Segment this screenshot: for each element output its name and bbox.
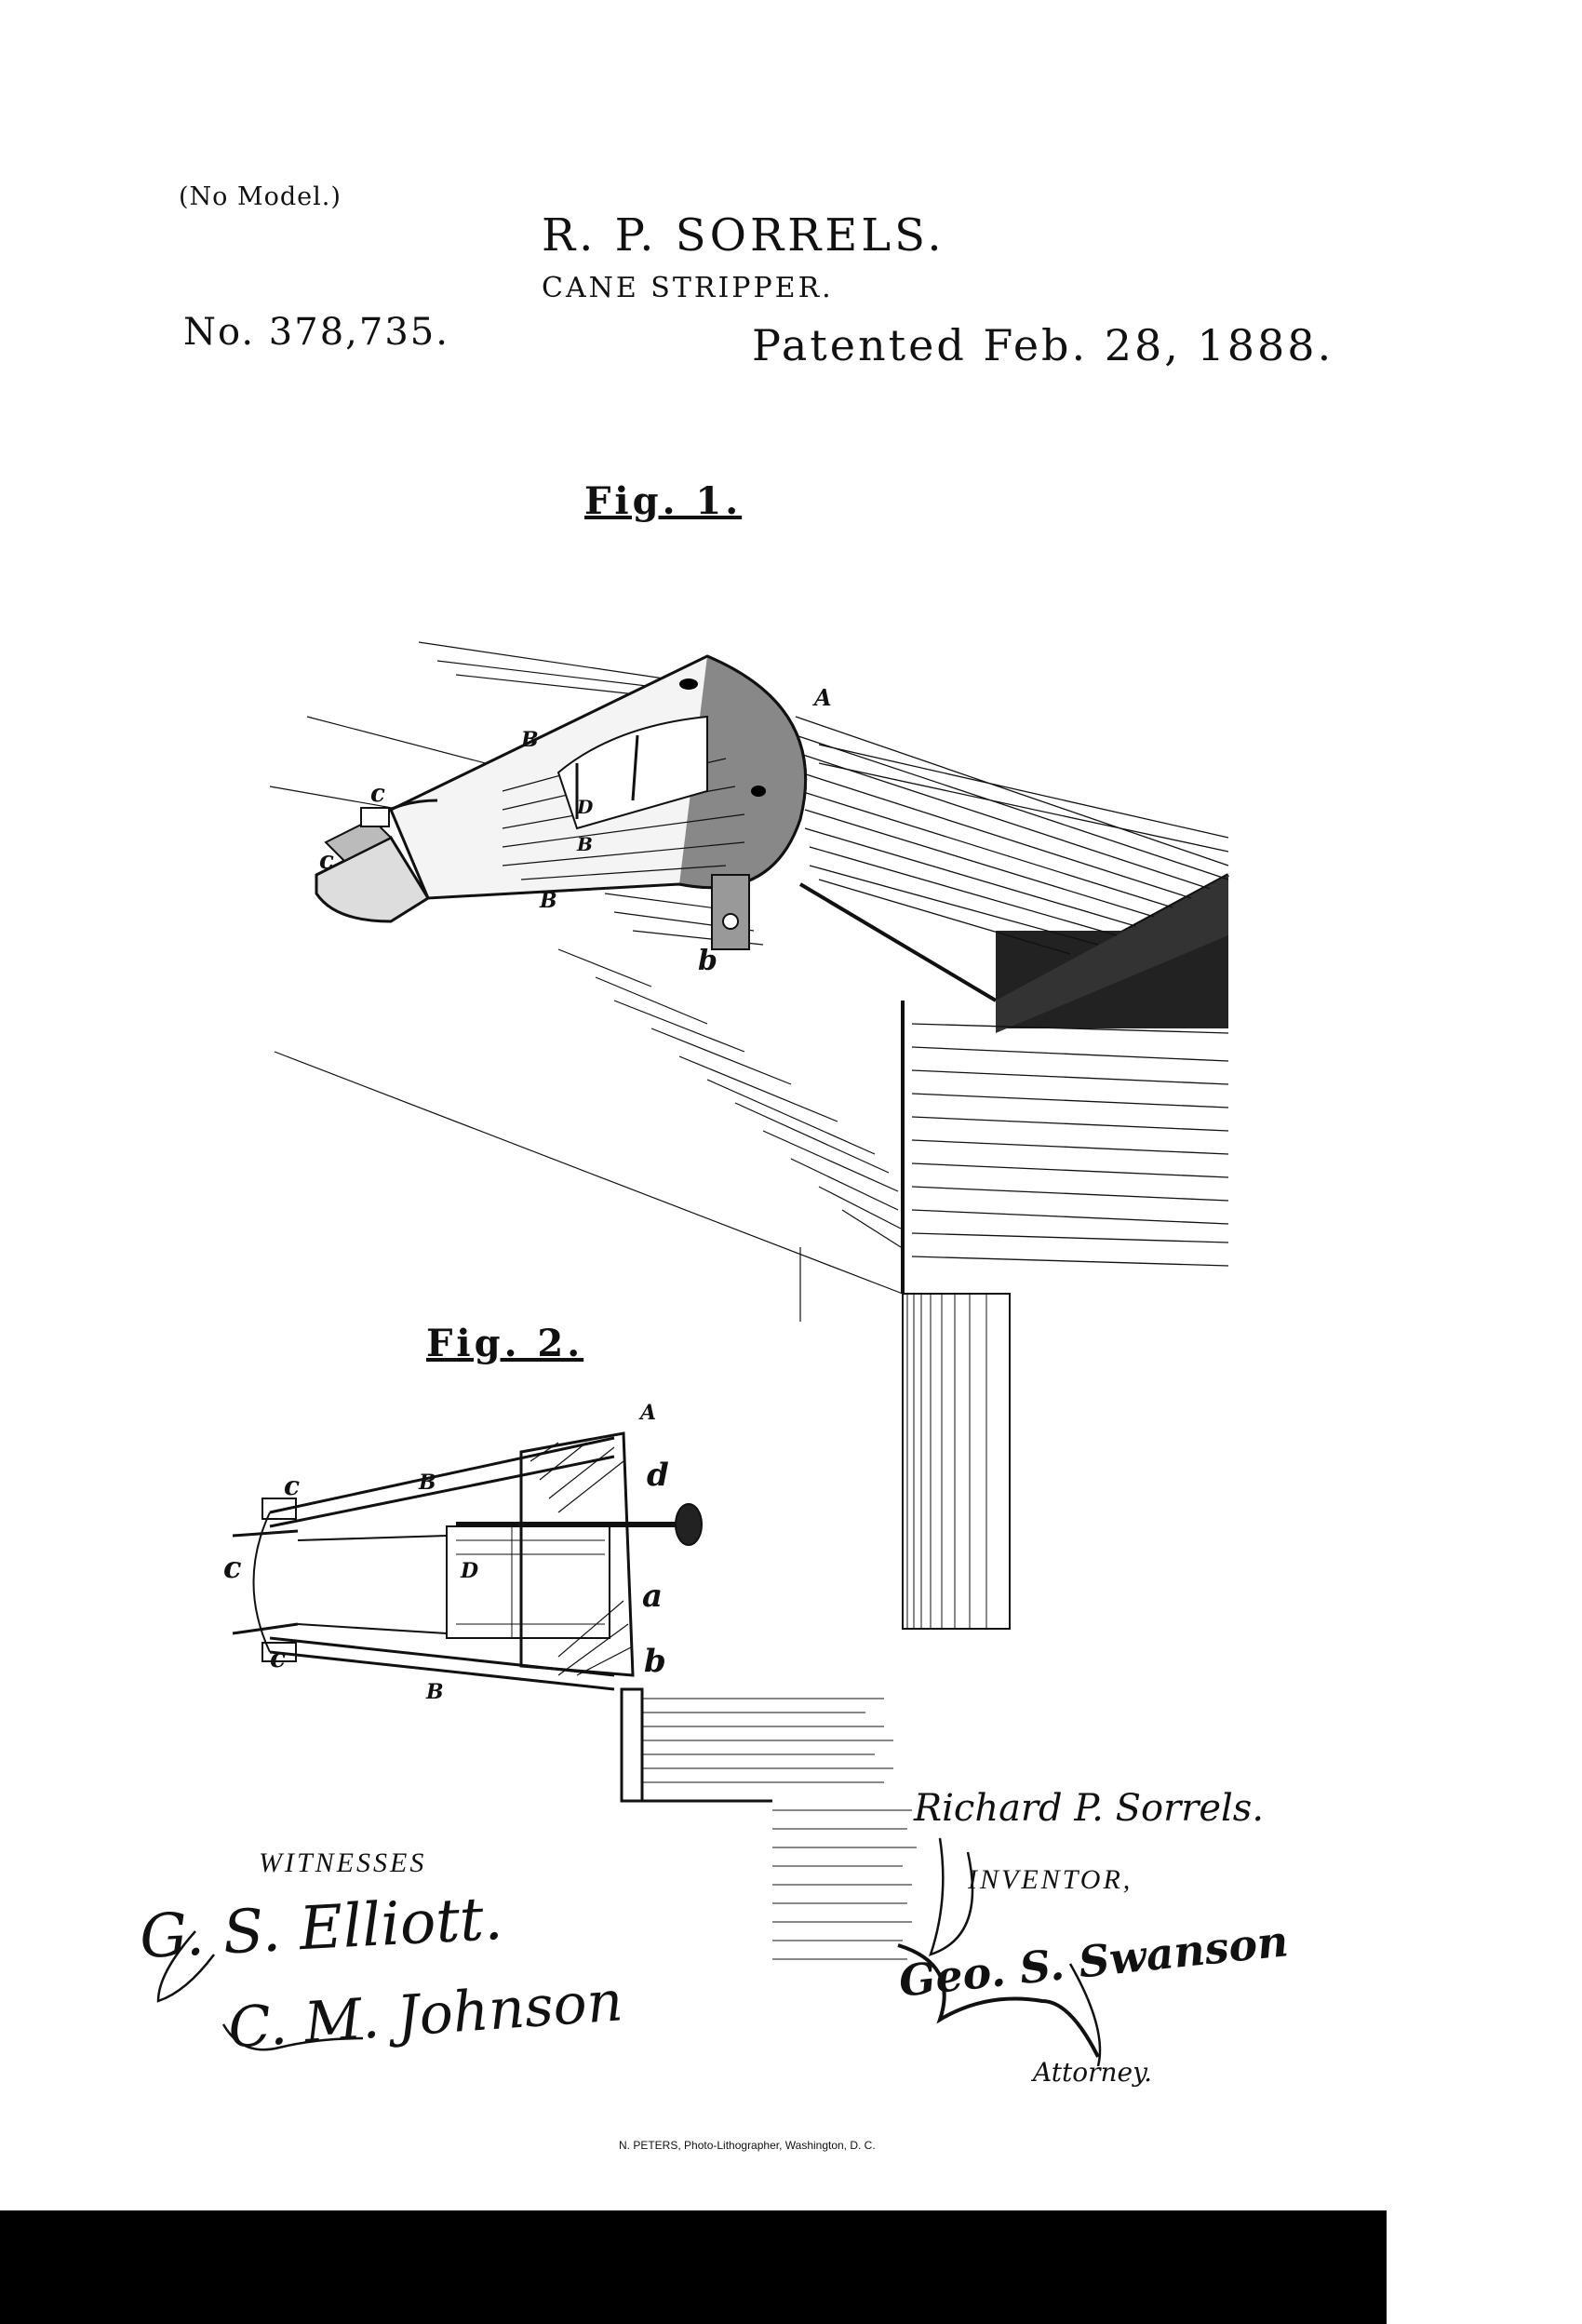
scan-edge-band xyxy=(0,2210,1582,2324)
fig2-letter-c-top: c xyxy=(284,1471,301,1501)
attorney-label: Attorney. xyxy=(1033,2057,1153,2088)
fig2-letter-a: a xyxy=(642,1578,664,1615)
fig1-letter-c-top: c xyxy=(370,780,385,808)
fig2-letter-c-left: c xyxy=(223,1550,242,1585)
patent-number: No. 378,735. xyxy=(183,311,449,354)
fig2-letter-b: b xyxy=(644,1643,666,1680)
fig2-letter-B-top: B xyxy=(419,1471,436,1495)
fig1-stripper xyxy=(269,641,808,950)
fig2-letter-c-bottom: c xyxy=(270,1643,287,1673)
fig1-letter-c-left: c xyxy=(319,847,334,875)
witnesses-label: WITNESSES xyxy=(259,1847,427,1878)
patent-title: CANE STRIPPER. xyxy=(542,272,834,304)
signature-marks xyxy=(156,1837,1102,2067)
fig2-letter-B-bottom: B xyxy=(426,1680,444,1704)
inventor-signature: Richard P. Sorrels. xyxy=(914,1787,1265,1830)
fig1-letter-B-mid: B xyxy=(577,833,593,855)
model-note: (No Model.) xyxy=(179,182,342,211)
fig2-letter-d: d xyxy=(647,1457,669,1494)
fig1-table xyxy=(274,716,1229,1630)
fig2-letter-D: D xyxy=(461,1559,479,1583)
fig1-letter-b: b xyxy=(698,945,717,977)
inventor-label: INVENTOR, xyxy=(968,1864,1133,1895)
fig2-letter-A: A xyxy=(640,1401,657,1425)
patent-date: Patented Feb. 28, 1888. xyxy=(752,320,1334,370)
inventor-name: R. P. SORRELS. xyxy=(542,209,945,262)
fig1-letter-B-top: B xyxy=(521,728,539,752)
fig1-label: Fig. 1. xyxy=(584,479,743,523)
fig2-section xyxy=(232,1431,917,1960)
scan-edge-margin xyxy=(1387,2210,1582,2324)
fig1-letter-D: D xyxy=(577,796,594,818)
fig1-letter-B-low: B xyxy=(540,889,557,913)
fig1-letter-A: A xyxy=(814,684,832,711)
printer-credit: N. PETERS, Photo-Lithographer, Washingto… xyxy=(619,2139,876,2152)
fig2-label: Fig. 2. xyxy=(426,1322,584,1365)
